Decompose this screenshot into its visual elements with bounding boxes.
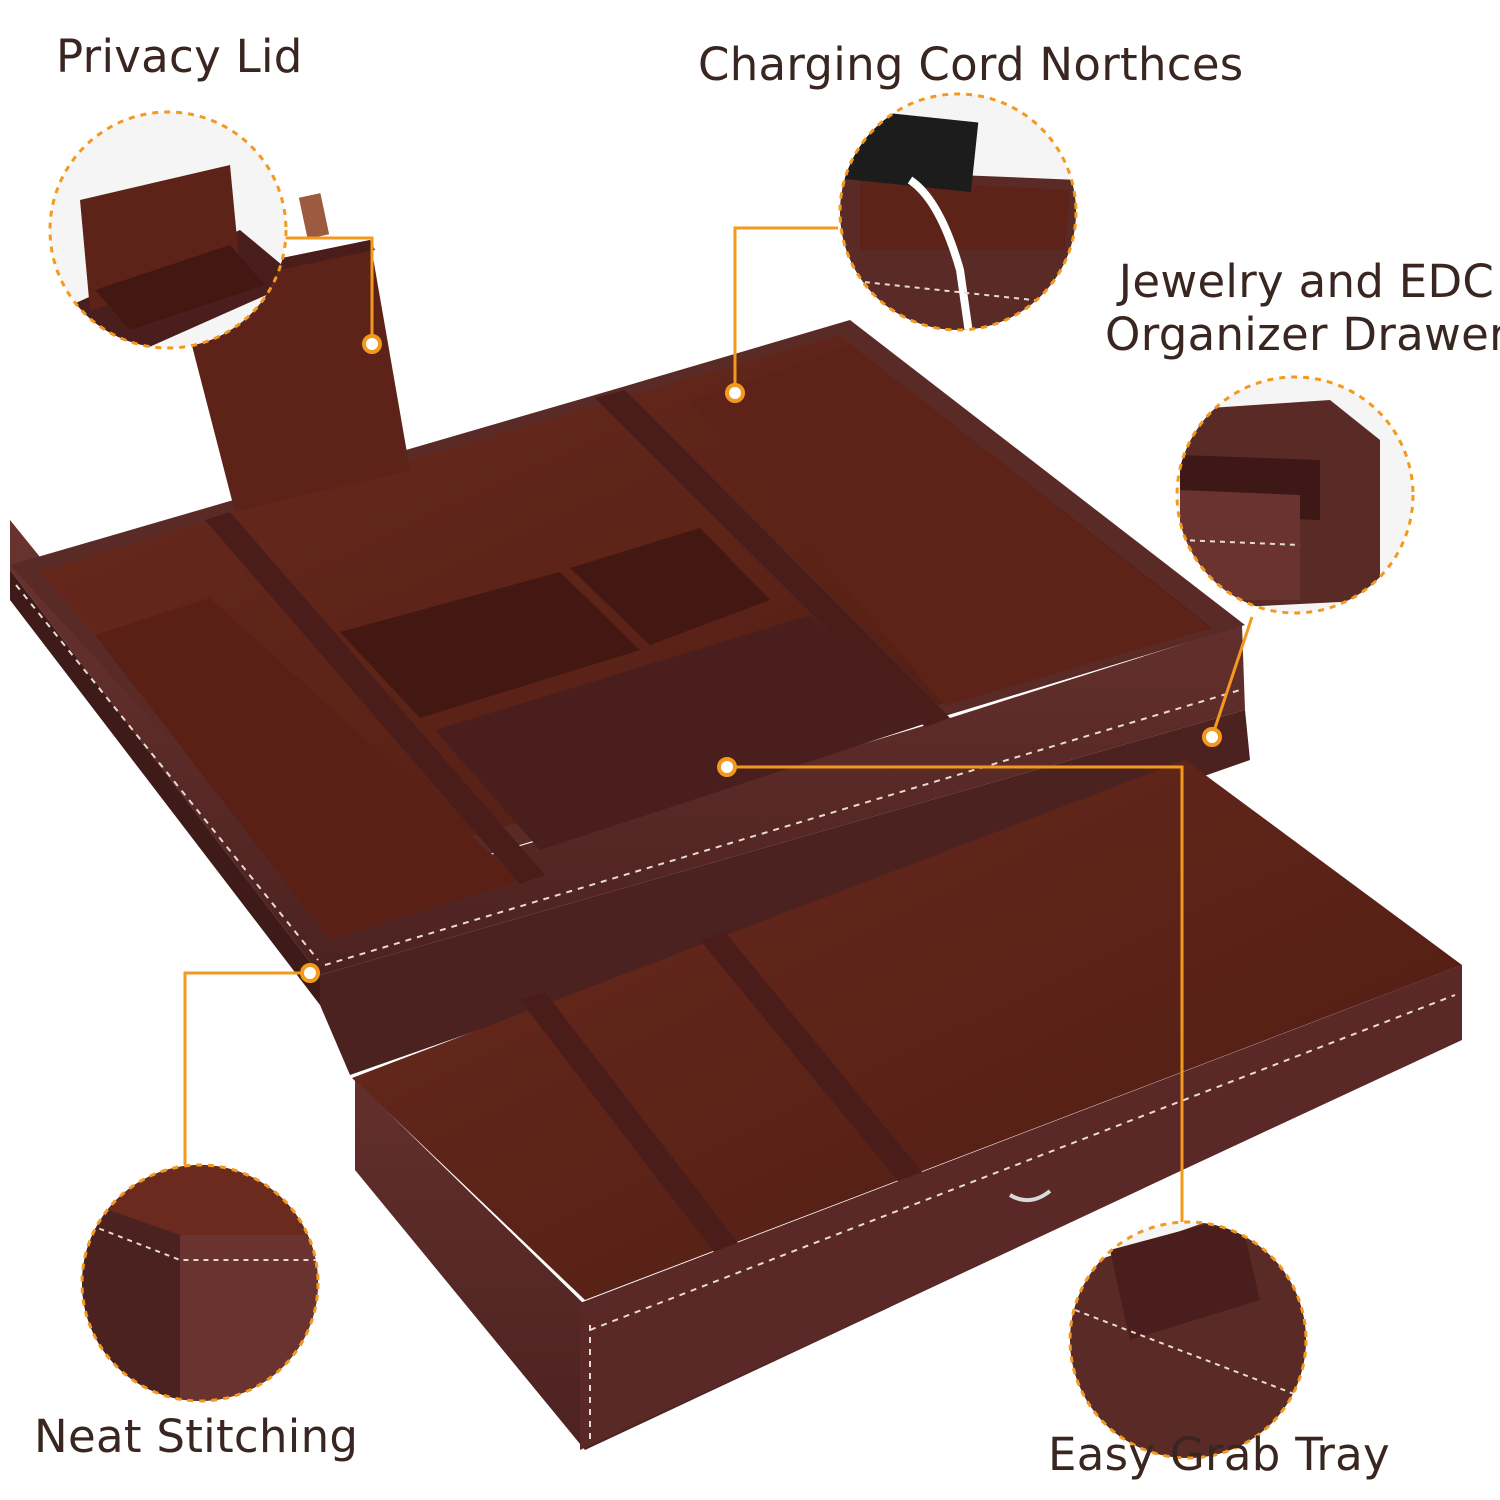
drawer-closeup [1175, 375, 1415, 615]
jewelry-drawer-label: Jewelry and EDC Organizer Drawer [1105, 255, 1500, 361]
neat-stitching-label: Neat Stitching [34, 1410, 359, 1463]
charging-cord-label: Charging Cord Northces [698, 38, 1244, 91]
callout-lines [183, 226, 1254, 1222]
easy-grab-tray-label: Easy Grab Tray [1048, 1428, 1390, 1481]
privacy-lid-closeup [48, 110, 288, 350]
jewelry-drawer-label-line2: Organizer Drawer [1105, 308, 1500, 362]
organizer-top-tray [10, 320, 1245, 1005]
grab-tray-closeup [1068, 1220, 1308, 1460]
jewelry-drawer-label-line1: Jewelry and EDC [1118, 255, 1495, 308]
organizer-drawer [320, 710, 1462, 1450]
drawer-pull-handle-icon [1008, 1189, 1052, 1203]
charging-notch-closeup [838, 92, 1078, 332]
callout-dots [300, 334, 1222, 983]
stitching-closeup [80, 1163, 320, 1403]
privacy-lid-label: Privacy Lid [56, 30, 303, 83]
